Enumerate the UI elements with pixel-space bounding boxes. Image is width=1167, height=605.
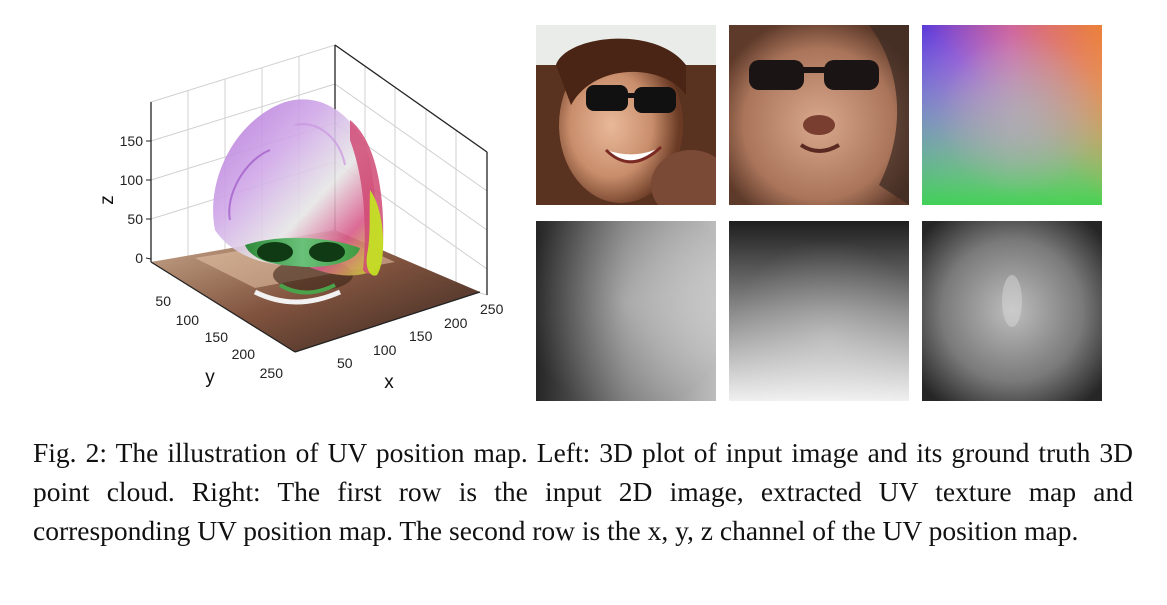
x-tick: 250	[480, 301, 504, 317]
3d-point-cloud-plot: 0 50 100 150 z 50 100 150 200 250 y 50 1…	[95, 30, 525, 400]
x-tick: 150	[409, 328, 433, 344]
uv-texture-map	[729, 25, 909, 205]
x-tick: 50	[337, 355, 353, 371]
y-tick: 200	[232, 346, 256, 362]
y-axis: 50 100 150 200 250 y	[155, 293, 283, 388]
y-channel-map	[729, 221, 909, 401]
x-axis: 50 100 150 200 250 x	[337, 301, 504, 393]
uv-position-map	[922, 25, 1102, 205]
figure-caption: Fig. 2: The illustration of UV position …	[33, 437, 1133, 546]
point-cloud	[213, 99, 384, 295]
y-tick: 100	[176, 312, 200, 328]
x-channel-map	[536, 221, 716, 401]
y-tick: 250	[260, 365, 284, 381]
x-tick: 100	[373, 342, 397, 358]
z-tick: 0	[135, 250, 143, 266]
z-tick: 50	[127, 211, 143, 227]
x-tick: 200	[444, 315, 468, 331]
input-2d-image	[536, 25, 716, 205]
y-tick: 150	[205, 329, 229, 345]
z-tick: 100	[120, 172, 144, 188]
x-axis-label: x	[384, 372, 394, 393]
z-axis: 0 50 100 150 z	[97, 133, 152, 266]
y-axis-label: y	[205, 367, 215, 388]
y-tick: 50	[155, 293, 171, 309]
z-channel-map	[922, 221, 1102, 401]
z-tick: 150	[120, 133, 144, 149]
z-axis-label: z	[97, 195, 118, 205]
